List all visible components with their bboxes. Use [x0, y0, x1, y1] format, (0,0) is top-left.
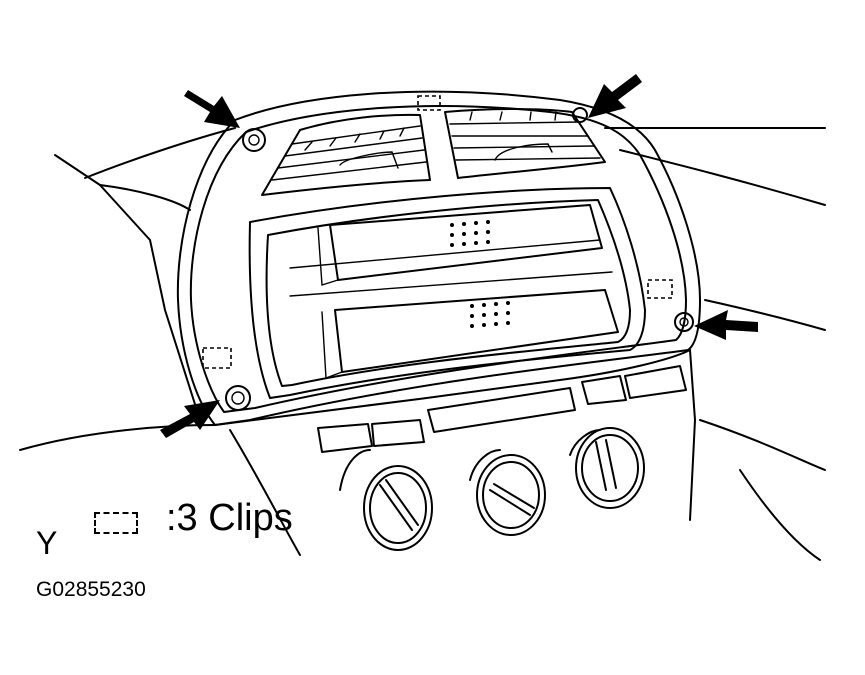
air-vent-right — [444, 108, 606, 179]
arrow-icon — [184, 90, 240, 128]
dashed-rectangle-clip-icon — [94, 512, 138, 534]
dashboard-outline — [19, 127, 826, 561]
screw-icon — [242, 128, 266, 152]
center-cluster-bezel — [176, 90, 701, 426]
air-vent-left — [261, 113, 431, 196]
arrow-icon — [588, 74, 642, 118]
screw-icon — [572, 107, 588, 123]
legend-label: :3 Clips — [166, 497, 293, 539]
figure-id: G02855230 — [36, 578, 146, 601]
clip-marker-icon — [202, 347, 232, 369]
view-label: Y — [36, 525, 58, 561]
clip-marker-icon — [417, 95, 441, 111]
arrow-icon — [694, 310, 758, 340]
screw-icon — [674, 312, 694, 332]
audio-opening — [248, 187, 646, 399]
box-dots — [450, 220, 510, 328]
screw-icon — [225, 385, 251, 411]
arrow-icon — [160, 400, 220, 438]
climate-panel — [214, 349, 691, 551]
clip-marker-icon — [647, 279, 673, 299]
